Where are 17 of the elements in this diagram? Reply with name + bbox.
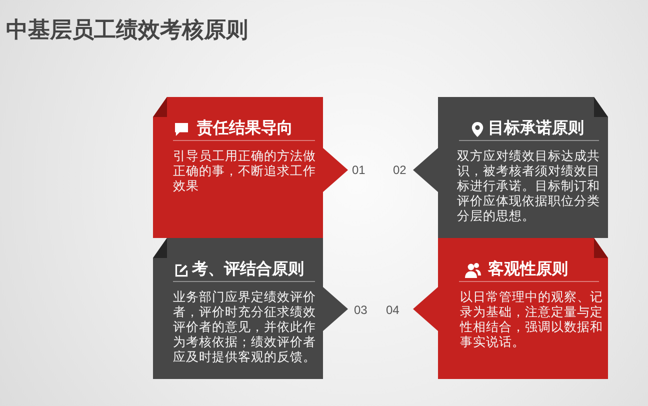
step-number: 03: [354, 303, 368, 317]
card-heading: 责任结果导向: [197, 119, 293, 139]
step-number: 01: [352, 163, 366, 177]
card-body: 双方应对绩效目标达成共识，被考核者须对绩效目标进行承诺。目标制订和评价应体现依据职位分类分层的思想。: [457, 149, 601, 224]
card-heading: 考、评结合原则: [192, 260, 304, 280]
callout-card: [153, 97, 348, 238]
card-body: 以日常管理中的观察、记录为基础，注意定量与定性相结合，强调以数据和事实说话。: [460, 290, 604, 350]
callout-card: [413, 238, 608, 379]
callout-card: [413, 97, 608, 238]
card-heading: 客观性原则: [488, 260, 568, 280]
card-heading: 目标承诺原则: [488, 119, 584, 139]
page-title: 中基层员工绩效考核原则: [6, 17, 248, 43]
step-number: 04: [386, 303, 400, 317]
step-number: 02: [393, 163, 406, 177]
card-body: 业务部门应界定绩效评价者，评价时充分征求绩效评价者的意见，并依此作为考核依据；绩效评价者应及时提供客观的反馈。: [173, 290, 317, 365]
callout-card: [153, 238, 348, 379]
card-body: 引导员工用正确的方法做正确的事，不断追求工作效果: [173, 149, 317, 194]
